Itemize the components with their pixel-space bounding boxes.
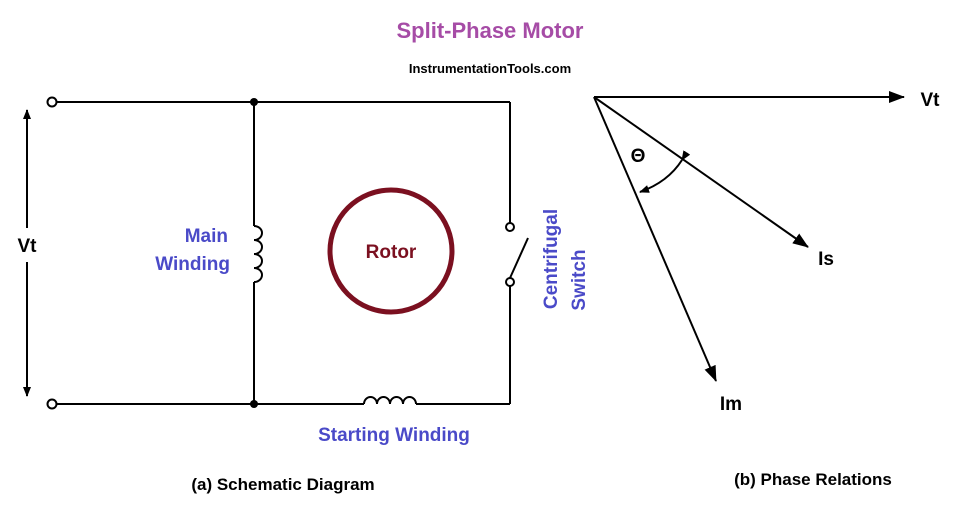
is-phasor-label: Is bbox=[818, 249, 834, 270]
website-label: InstrumentationTools.com bbox=[409, 61, 571, 76]
starting-winding-coil bbox=[363, 396, 417, 405]
schematic-diagram: Vt Main Winding Starting Winding Rotor C… bbox=[18, 96, 590, 494]
im-phasor-label: Im bbox=[720, 394, 742, 415]
phasor-caption: (b) Phase Relations bbox=[734, 470, 892, 489]
centrifugal-switch-label-line2: Switch bbox=[569, 249, 590, 310]
rotor-label: Rotor bbox=[366, 242, 417, 263]
im-phasor bbox=[593, 96, 717, 382]
phasor-diagram: Vt Is Im Θ (b) Phase Relations bbox=[593, 90, 941, 489]
main-winding-label-line2: Winding bbox=[155, 254, 230, 275]
diagram-title: Split-Phase Motor bbox=[396, 18, 583, 43]
starting-winding-label: Starting Winding bbox=[318, 425, 470, 446]
bottom-terminal bbox=[46, 398, 58, 410]
top-terminal bbox=[46, 96, 58, 108]
main-winding-label-line1: Main bbox=[185, 226, 228, 247]
is-phasor bbox=[593, 96, 809, 248]
phase-angle-label: Θ bbox=[631, 146, 646, 167]
centrifugal-switch-label-line1: Centrifugal bbox=[541, 209, 562, 309]
supply-voltage-label: Vt bbox=[18, 236, 38, 257]
rotor-circle bbox=[327, 187, 455, 315]
switch-upper-contact bbox=[505, 222, 515, 232]
switch-lower-contact bbox=[505, 277, 515, 287]
centrifugal-switch-blade bbox=[509, 237, 529, 279]
main-winding-coil bbox=[253, 225, 263, 283]
phase-angle-arc bbox=[639, 150, 691, 193]
vt-phasor-label: Vt bbox=[921, 90, 941, 111]
schematic-caption: (a) Schematic Diagram bbox=[191, 475, 374, 494]
